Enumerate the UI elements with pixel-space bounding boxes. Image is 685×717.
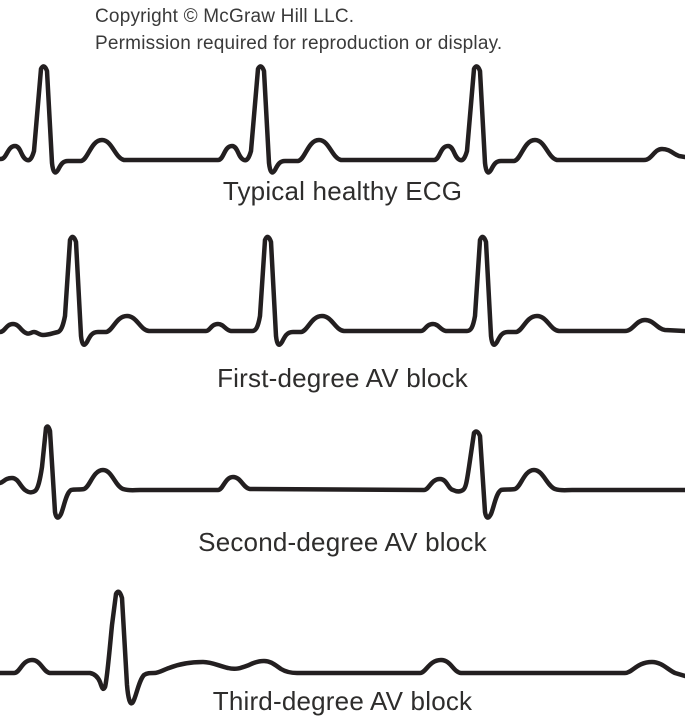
ecg-waveform-third-degree — [0, 589, 685, 706]
ecg-waveform-typical-healthy — [0, 64, 685, 175]
ecg-trace-first-degree — [0, 234, 685, 347]
strip-label-typical-healthy: Typical healthy ECG — [222, 176, 463, 206]
ecg-waveform-first-degree — [0, 234, 685, 347]
copyright-line-1: Copyright © McGraw Hill LLC. — [95, 6, 355, 27]
ecg-trace-third-degree — [0, 589, 685, 706]
ecg-trace-second-degree — [0, 424, 685, 520]
ecg-strip-third-degree — [0, 585, 685, 712]
strip-label-first-degree: First-degree AV block — [217, 363, 468, 393]
ecg-strip-typical-healthy — [0, 55, 685, 180]
ecg-waveform-second-degree — [0, 424, 685, 520]
ecg-strip-first-degree — [0, 228, 685, 356]
ecg-strip-second-degree — [0, 412, 685, 532]
strip-label-third-degree: Third-degree AV block — [212, 686, 473, 716]
strip-label-second-degree: Second-degree AV block — [198, 527, 487, 557]
ecg-trace-typical-healthy — [0, 64, 685, 175]
copyright-notice: Copyright © McGraw Hill LLC. Permission … — [95, 3, 502, 57]
copyright-line-2: Permission required for reproduction or … — [95, 33, 503, 54]
